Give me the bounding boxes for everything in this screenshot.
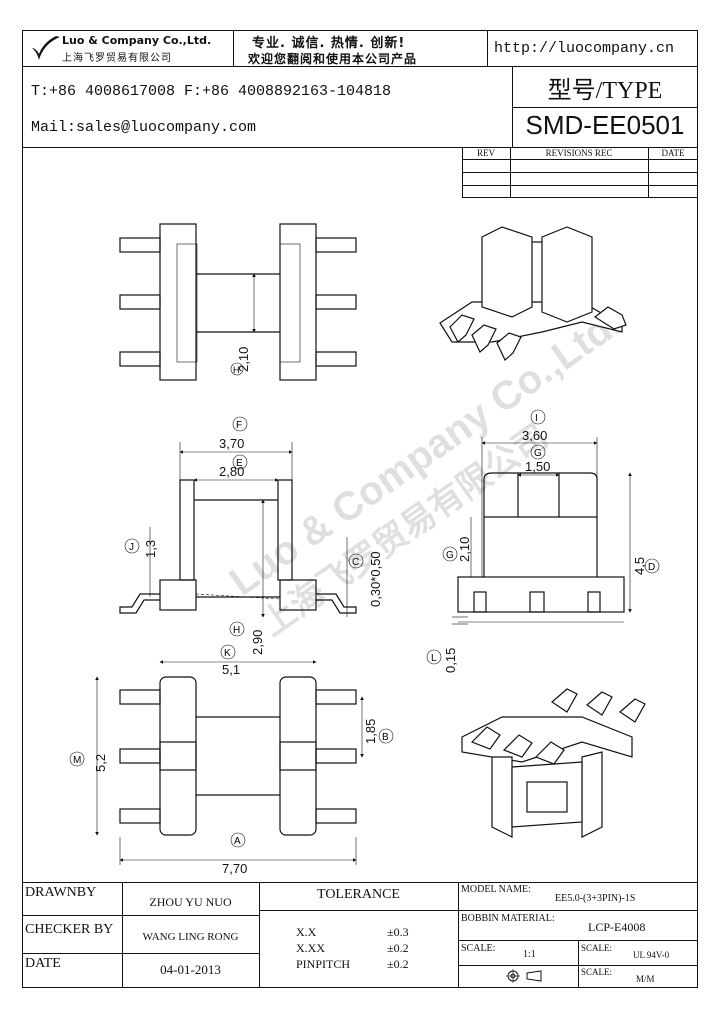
marker-j: J bbox=[129, 542, 134, 553]
tol-key-2: X.XX bbox=[296, 941, 325, 955]
rev-rec-col-header: REVISIONS REC bbox=[545, 148, 613, 158]
tolerance-label: TOLERANCE bbox=[317, 887, 400, 902]
marker-l: L bbox=[431, 653, 437, 664]
iso-view-bottom bbox=[461, 688, 646, 838]
header-vdiv-3 bbox=[512, 66, 513, 147]
checker-label: CHECKER BY bbox=[25, 922, 114, 937]
type-divider bbox=[512, 107, 698, 108]
scale-value-3: M/M bbox=[636, 974, 655, 984]
type-label: 型号/TYPE bbox=[547, 78, 663, 104]
marker-i: I bbox=[535, 413, 538, 424]
type-value: SMD-EE0501 bbox=[525, 110, 685, 140]
rev-col-header: REV bbox=[477, 148, 495, 158]
tol-val-1: ±0.3 bbox=[387, 925, 409, 939]
bobbin-value: LCP-E4008 bbox=[588, 920, 646, 934]
scale-value-1: 1:1 bbox=[523, 949, 536, 960]
tb-vdiv-2 bbox=[259, 882, 260, 988]
watermark: Luo & Company Co.,Ltd. 上海飞罗贸易有限公司 bbox=[222, 301, 629, 644]
dim-d: 4,5 bbox=[632, 557, 647, 575]
model-label: MODEL NAME: bbox=[461, 884, 531, 895]
marker-g-top: G bbox=[534, 448, 542, 459]
dim-g-top: 1,50 bbox=[525, 459, 550, 474]
drawnby-value: ZHOU YU NUO bbox=[149, 895, 232, 909]
company-name-en: Luo & Company Co.,Ltd. bbox=[62, 34, 212, 47]
marker-h-top: H bbox=[233, 365, 240, 375]
dim-c: 0,30*0,50 bbox=[368, 551, 383, 607]
dim-h-top: 2,10 bbox=[236, 347, 251, 372]
dim-b: 1,85 bbox=[363, 719, 378, 744]
marker-k: K bbox=[224, 648, 231, 659]
tol-key-3: PINPITCH bbox=[296, 957, 351, 971]
date-label: DATE bbox=[25, 956, 61, 971]
model-value: EE5.0-(3+3PIN)-1S bbox=[555, 893, 636, 904]
front-view: 3,60 I G 1,50 2,10 G 4,5 D 0,15 L bbox=[426, 409, 660, 673]
tb-vdiv-1 bbox=[122, 882, 123, 988]
tb-right-line-3 bbox=[458, 965, 698, 966]
projection-symbol-icon bbox=[506, 969, 542, 983]
slogan-line-1: 专业. 诚信. 热情. 创新! bbox=[252, 36, 406, 51]
dim-k: 5,1 bbox=[222, 662, 240, 677]
rev-row-line-2 bbox=[462, 172, 698, 173]
dim-l: 0,15 bbox=[443, 648, 458, 673]
marker-m: M bbox=[73, 755, 81, 766]
watermark-text-en: Luo & Company Co.,Ltd. bbox=[222, 301, 629, 605]
header-divider bbox=[22, 66, 698, 67]
marker-c: C bbox=[352, 557, 359, 568]
header-vdiv-2 bbox=[487, 30, 488, 66]
dim-f: 3,70 bbox=[219, 436, 244, 451]
dim-e: 2,80 bbox=[219, 464, 244, 479]
dim-a: 7,70 bbox=[222, 861, 247, 876]
rev-date-col-header: DATE bbox=[661, 148, 685, 158]
company-website[interactable]: http://luocompany.cn bbox=[494, 40, 675, 57]
tol-val-3: ±0.2 bbox=[387, 957, 409, 971]
drawing-sheet bbox=[22, 30, 698, 988]
marker-a: A bbox=[234, 836, 241, 847]
scale-label-2: SCALE: bbox=[581, 943, 613, 953]
tol-val-2: ±0.2 bbox=[387, 941, 409, 955]
iso-view-top bbox=[439, 226, 627, 361]
title-block-top bbox=[22, 882, 698, 883]
scale-label-3: SCALE: bbox=[581, 967, 613, 977]
marker-h-mid: H bbox=[233, 625, 240, 636]
marker-d: D bbox=[648, 562, 655, 573]
rev-row-line-3 bbox=[462, 185, 698, 186]
top-view: 2,10 H bbox=[119, 223, 357, 381]
technical-drawing: .ln{stroke:#111;stroke-width:1.2;fill:no… bbox=[69, 223, 660, 876]
dim-i: 3,60 bbox=[522, 428, 547, 443]
header-vdiv-1 bbox=[233, 30, 234, 66]
phone-fax: T:+86 4008617008 F:+86 4008892163-104818 bbox=[31, 83, 392, 100]
tb-vdiv-3 bbox=[458, 882, 459, 988]
rev-row-line-4 bbox=[462, 197, 698, 198]
checker-value: WANG LING RONG bbox=[142, 931, 239, 943]
bobbin-label: BOBBIN MATERIAL: bbox=[461, 913, 555, 924]
mail-address[interactable]: Mail:sales@luocompany.com bbox=[31, 119, 257, 136]
tb-row-line-2 bbox=[22, 953, 259, 954]
marker-b: B bbox=[382, 732, 389, 743]
bottom-view: 5,1 K 5,2 M 1,85 B 7,70 A bbox=[69, 644, 394, 876]
marker-g-side: G bbox=[446, 550, 454, 561]
tb-row-line-1 bbox=[22, 915, 259, 916]
scale-label-1: SCALE: bbox=[461, 943, 496, 954]
dim-h-mid: 2,90 bbox=[250, 630, 265, 655]
company-logo-icon bbox=[32, 36, 60, 60]
side-view: 3,70 F 2,80 E 1,3 J 0,30*0,50 C 2,90 H bbox=[119, 416, 383, 655]
date-value: 04-01-2013 bbox=[160, 962, 221, 977]
dim-m: 5,2 bbox=[93, 754, 108, 772]
scale-value-2: UL 94V-0 bbox=[633, 950, 670, 960]
tb-right-line-2 bbox=[458, 940, 698, 941]
dim-j: 1,3 bbox=[143, 540, 158, 558]
rev-row-line-1 bbox=[462, 159, 698, 160]
company-name-cn: 上海飞罗贸易有限公司 bbox=[62, 53, 172, 64]
tb-right-line-1 bbox=[458, 910, 698, 911]
drawnby-label: DRAWNBY bbox=[25, 885, 97, 900]
marker-f: F bbox=[236, 420, 242, 431]
tol-key-1: X.X bbox=[296, 925, 317, 939]
slogan-line-2: 欢迎您翻阅和使用本公司产品 bbox=[248, 52, 418, 66]
tb-vdiv-4 bbox=[578, 940, 579, 988]
header-bottom-line bbox=[22, 147, 698, 148]
dim-g-side: 2,10 bbox=[457, 537, 472, 562]
tb-tol-line bbox=[259, 910, 458, 911]
marker-e: E bbox=[236, 458, 243, 469]
